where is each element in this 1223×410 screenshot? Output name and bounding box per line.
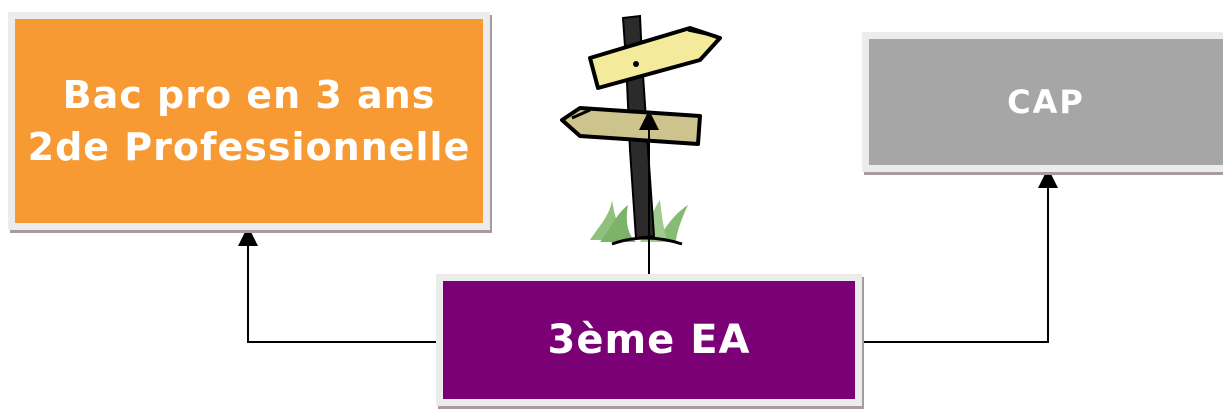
bac-pro-box: Bac pro en 3 ans 2de Professionnelle bbox=[8, 12, 490, 230]
troisieme-ea-box: 3ème EA bbox=[436, 274, 862, 406]
bac-pro-line2: 2de Professionnelle bbox=[28, 121, 471, 173]
cap-label: CAP bbox=[1007, 83, 1085, 121]
troisieme-ea-label: 3ème EA bbox=[548, 317, 751, 363]
connector-to-cap bbox=[862, 178, 1048, 342]
bac-pro-line1: Bac pro en 3 ans bbox=[28, 69, 471, 121]
connector-to-bac bbox=[248, 236, 436, 342]
cap-box: CAP bbox=[862, 32, 1223, 172]
signpost-icon bbox=[562, 16, 720, 244]
